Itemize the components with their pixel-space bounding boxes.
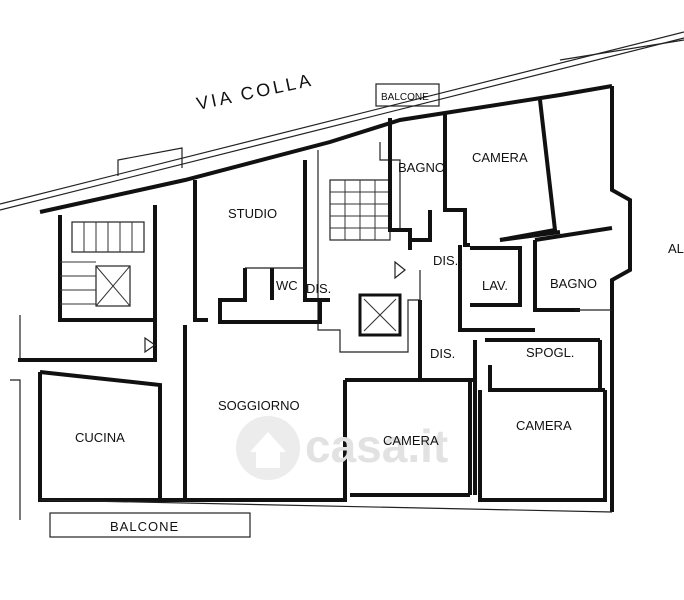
upper-right-rooms [388,99,613,332]
living-kitchen-block [38,325,613,513]
balcony-bottom-box [49,512,251,538]
room-label-wc: WC [276,278,298,293]
room-label-balcone-top: BALCONE [381,92,429,103]
room-label-dis-lower: DIS. [430,346,455,361]
room-label-dis-wc: DIS. [306,281,331,296]
watermark: casa.it [236,416,448,480]
room-label-cucina: CUCINA [75,430,125,445]
house-icon [236,416,300,480]
street-name: VIA COLLA [195,70,316,114]
room-label-balcone-bottom: BALCONE [110,519,179,534]
lower-rooms [343,300,607,502]
room-label-camera-top: CAMERA [472,150,528,165]
balcony-top-box [375,83,440,107]
entrance-arrows [144,260,406,354]
room-label-bagno-right: BAGNO [550,276,597,291]
room-label-lav: LAV. [482,278,508,293]
room-label-camera-right: CAMERA [516,418,572,433]
room-label-camera-mid: CAMERA [383,433,439,448]
edge-label: AL [668,241,684,256]
room-label-bagno-top: BAGNO [398,160,445,175]
room-label-dis-upper: DIS. [433,253,458,268]
street-edge [0,31,684,211]
room-label-spogl: SPOGL. [526,345,574,360]
room-label-soggiorno: SOGGIORNO [218,398,300,413]
watermark-text: casa.it [305,420,448,472]
studio-block [193,160,330,324]
left-stairwell [18,205,157,362]
room-label-studio: STUDIO [228,206,277,221]
